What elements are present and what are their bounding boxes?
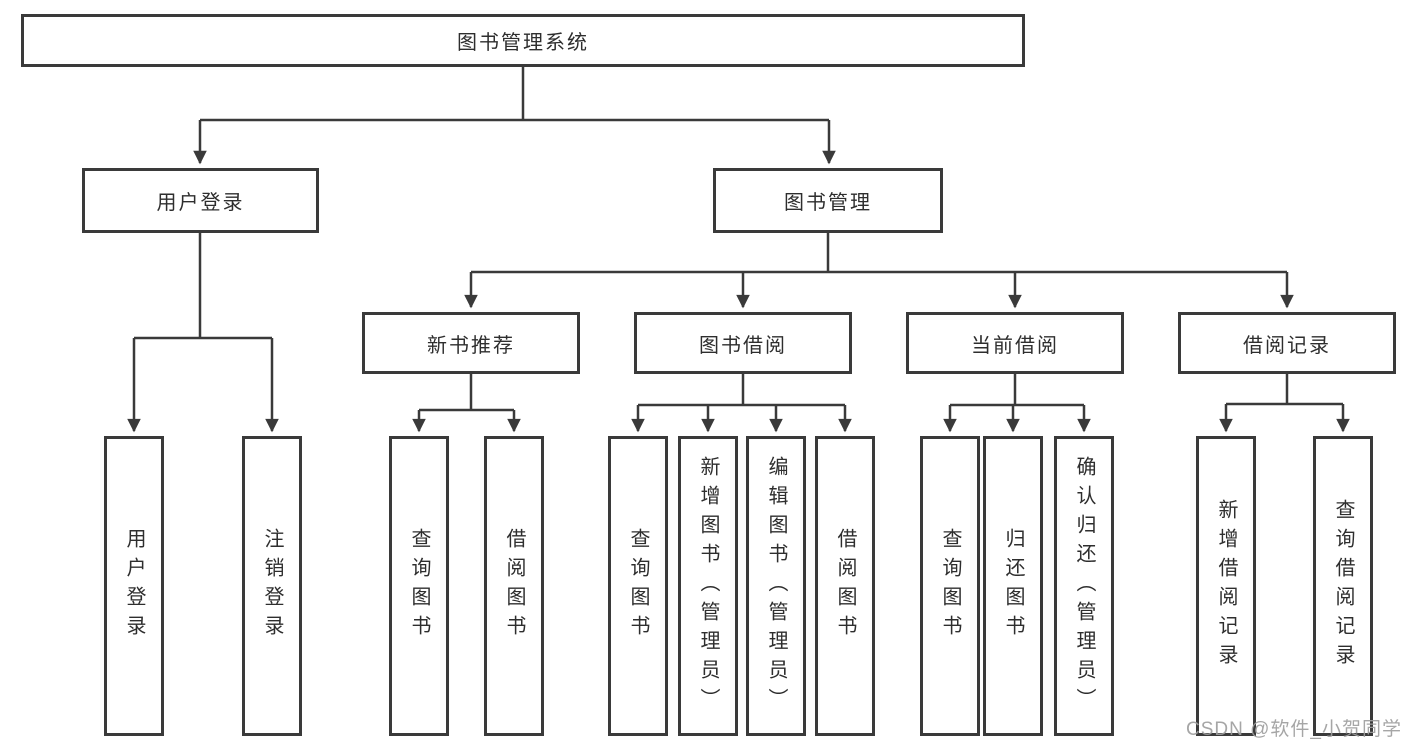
leaf-borrow-books: 借阅图书 <box>815 436 875 736</box>
node-label: 借阅记录 <box>1243 334 1331 357</box>
node-book-borrowing: 图书借阅 <box>634 312 852 374</box>
leaf-logout: 注销登录 <box>242 436 302 736</box>
node-label: 图书管理 <box>784 192 872 214</box>
node-current-borrowing: 当前借阅 <box>906 312 1124 374</box>
node-label: 新增借阅记录 <box>1215 499 1237 673</box>
leaf-add-books-admin: 新增图书（管理员） <box>678 436 738 736</box>
leaf-edit-books-admin: 编辑图书（管理员） <box>746 436 806 736</box>
node-label: 借阅图书 <box>503 528 525 644</box>
node-label: 归还图书 <box>1002 528 1024 644</box>
leaf-confirm-return-admin: 确认归还（管理员） <box>1054 436 1114 736</box>
leaf-borrow-books-recommend: 借阅图书 <box>484 436 544 736</box>
node-label: 查询图书 <box>408 528 430 644</box>
node-label: 用户登录 <box>156 192 245 214</box>
node-label: 图书借阅 <box>699 334 787 357</box>
node-label: 确认归还（管理员） <box>1073 455 1095 717</box>
node-label: 编辑图书（管理员） <box>765 455 787 717</box>
node-borrow-records: 借阅记录 <box>1178 312 1396 374</box>
leaf-query-books-recommend: 查询图书 <box>389 436 449 736</box>
node-label: 用户登录 <box>123 528 145 644</box>
leaf-user-login: 用户登录 <box>104 436 164 736</box>
node-book-management: 图书管理 <box>713 168 943 233</box>
csdn-watermark: CSDN @软件_小贺同学 <box>1186 719 1402 740</box>
node-label: 借阅图书 <box>834 528 856 644</box>
node-label: 当前借阅 <box>971 334 1059 357</box>
node-label: 查询图书 <box>627 528 649 644</box>
node-label: 查询图书 <box>939 528 961 644</box>
leaf-return-books: 归还图书 <box>983 436 1043 736</box>
node-label: 新增图书（管理员） <box>697 455 719 717</box>
node-user-login: 用户登录 <box>82 168 319 233</box>
node-label: 注销登录 <box>261 528 283 644</box>
node-label: 图书管理系统 <box>457 32 589 54</box>
node-new-book-recommend: 新书推荐 <box>362 312 580 374</box>
node-system-root: 图书管理系统 <box>21 14 1025 67</box>
leaf-query-borrow-record: 查询借阅记录 <box>1313 436 1373 736</box>
node-label: 新书推荐 <box>427 334 515 357</box>
leaf-query-books-current: 查询图书 <box>920 436 980 736</box>
leaf-add-borrow-record: 新增借阅记录 <box>1196 436 1256 736</box>
leaf-query-books-borrowing: 查询图书 <box>608 436 668 736</box>
node-label: 查询借阅记录 <box>1332 499 1354 673</box>
